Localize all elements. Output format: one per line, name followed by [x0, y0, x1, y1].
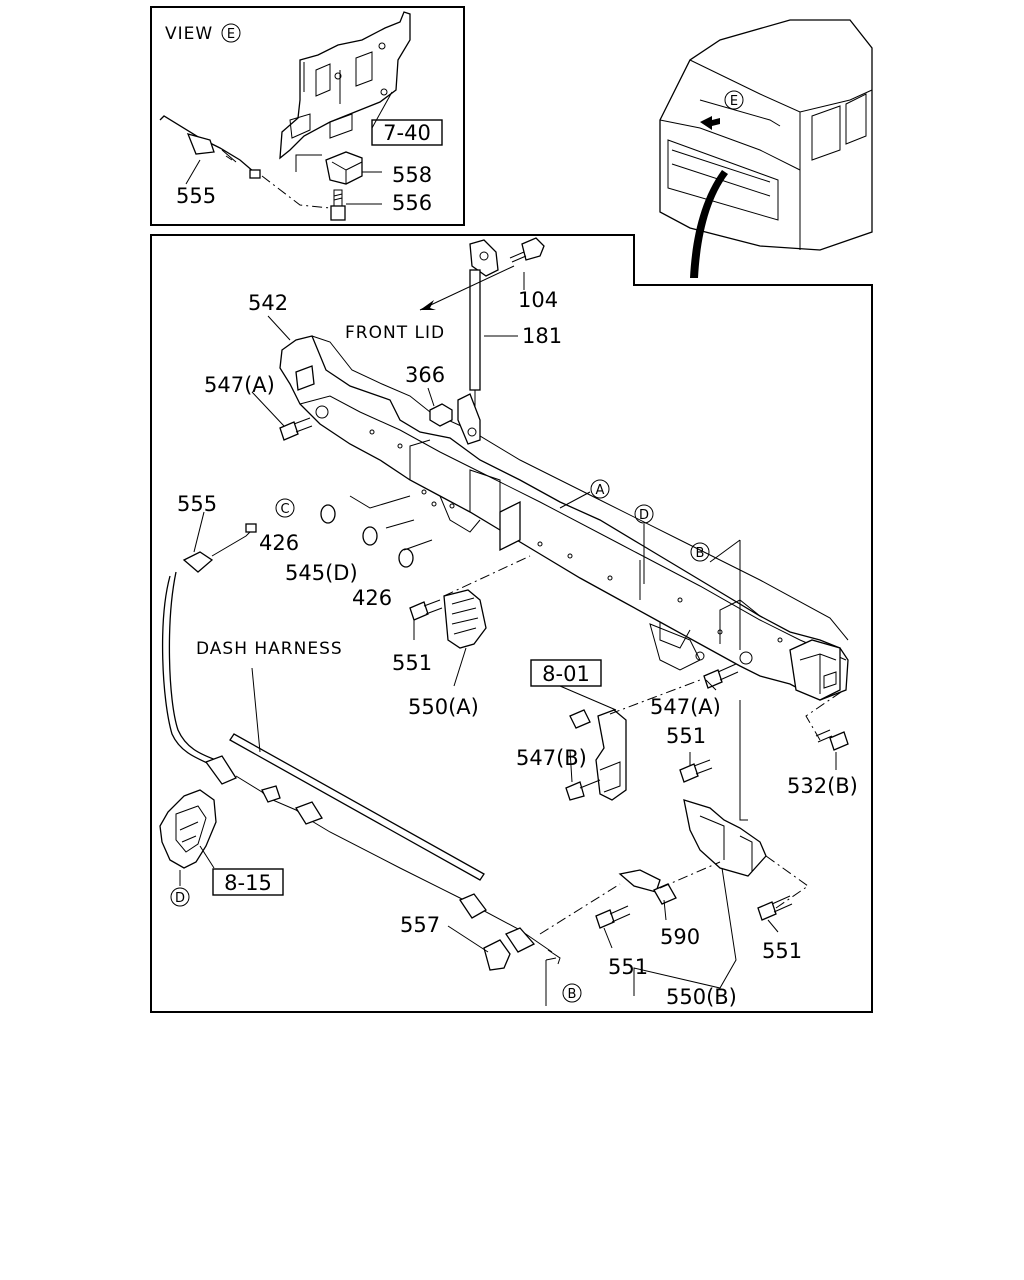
bolt-532b [805, 689, 849, 751]
inset-view-marker: E [227, 27, 235, 42]
inset-bracket-plate [279, 11, 411, 160]
ref-box-8-01 [530, 659, 602, 687]
label-547a-left: 547(A) [204, 373, 275, 397]
washers [320, 495, 433, 568]
marker-b-bottom: B [568, 987, 577, 1002]
cab-view-marker: E [730, 94, 738, 109]
inset-ref-box-label: 7-40 [383, 121, 431, 145]
label-551-mid: 551 [666, 724, 706, 748]
label-555: 555 [177, 492, 217, 516]
bolt-104 [509, 237, 545, 263]
front-lid-arrow: FRONT LID [345, 265, 515, 343]
label-426-top: 426 [259, 531, 299, 555]
inset-dash-line [261, 175, 331, 209]
bracket-550a [443, 555, 531, 649]
ref-box-8-15-label: 8-15 [224, 871, 272, 895]
bolt-547a-left [279, 417, 313, 441]
marker-d-top: D [639, 508, 649, 523]
label-547b: 547(B) [516, 746, 587, 770]
inset-label-556: 556 [392, 191, 432, 215]
ref-box-8-01-label: 8-01 [542, 662, 590, 686]
inset-view-marker-circle [221, 23, 241, 43]
inset-frame [150, 6, 465, 226]
harness-clip-assembly [159, 789, 217, 886]
view-arrow-icon [700, 116, 720, 130]
label-550b: 550(B) [666, 985, 737, 1009]
label-547a-right: 547(A) [650, 695, 721, 719]
pointer-arrow-icon [690, 170, 728, 278]
washer-426-bottom [398, 548, 414, 568]
label-551-bottom-left: 551 [608, 955, 648, 979]
label-104: 104 [518, 288, 558, 312]
bolt-551-left [409, 599, 443, 621]
inset-title: VIEW [165, 24, 213, 44]
label-550a: 550(A) [408, 695, 479, 719]
inset-view-e: VIEW E [150, 6, 465, 226]
ref-box-8-15 [212, 868, 284, 896]
marker-c: C [280, 502, 289, 517]
label-590: 590 [660, 925, 700, 949]
washer-545d [362, 526, 378, 546]
inset-leader [295, 154, 322, 172]
label-551-bottom-right: 551 [762, 939, 802, 963]
cab-view-marker-circle [724, 90, 744, 110]
circle-markers: A B B C D D [170, 479, 710, 1003]
dash-harness: DASH HARNESS [196, 639, 485, 881]
front-lid-label: FRONT LID [345, 323, 445, 343]
label-366: 366 [405, 363, 445, 387]
bracket-550b [539, 700, 809, 935]
label-551-left: 551 [392, 651, 432, 675]
leader-lines [193, 272, 837, 1006]
inset-label-555: 555 [176, 184, 216, 208]
marker-b-top: B [696, 546, 705, 561]
bolt-547a-right [703, 663, 739, 689]
marker-d-bottom: D [175, 891, 185, 906]
part-labels: 104 181 542 366 547(A) 555 426 545(D) 42… [177, 288, 858, 1009]
bracket-547b [565, 679, 701, 801]
cable-555 [161, 523, 561, 965]
nut-366 [429, 403, 453, 427]
main-frame [150, 234, 873, 1013]
gas-strut-181 [457, 239, 499, 445]
inset-label-558: 558 [392, 163, 432, 187]
label-557: 557 [400, 913, 440, 937]
clip-557 [483, 939, 511, 971]
inset-clip-558 [325, 151, 382, 185]
inset-ref-box [371, 119, 443, 146]
label-532b: 532(B) [787, 774, 858, 798]
washer-426-top [320, 504, 336, 524]
label-181: 181 [522, 324, 562, 348]
dash-harness-label: DASH HARNESS [196, 639, 343, 659]
bolt-551-mid [679, 759, 713, 783]
truck-cab-illustration: E [659, 19, 873, 278]
inset-cable-555 [159, 115, 261, 185]
cross-member-542 [279, 335, 849, 701]
label-545d: 545(D) [285, 561, 358, 585]
label-426-bottom: 426 [352, 586, 392, 610]
label-542: 542 [248, 291, 288, 315]
inset-bolt-556 [330, 189, 382, 221]
marker-a: A [596, 483, 605, 498]
